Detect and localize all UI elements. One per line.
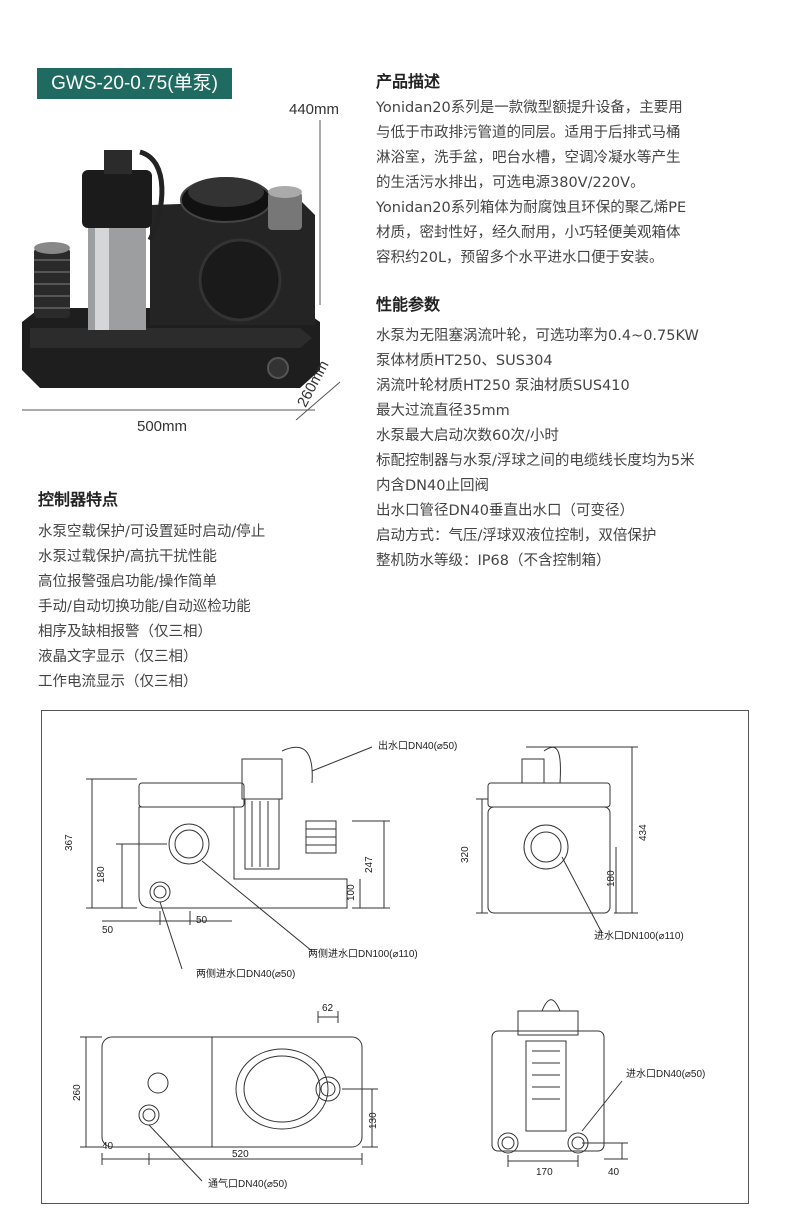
controller-line: 高位报警强启功能/操作简单 — [38, 574, 217, 590]
product-description-body: Yonidan20系列是一款微型额提升设备，主要用 与低于市政排污管道的同层。适… — [376, 96, 686, 271]
performance-line: 标配控制器与水泵/浮球之间的电缆线长度均为5米 — [376, 453, 695, 469]
top-dim-62: 62 — [322, 1003, 334, 1014]
controller-line: 相序及缺相报警（仅三相） — [38, 624, 212, 640]
performance-line: 内含DN40止回阀 — [376, 478, 489, 494]
controller-body: 水泵空载保护/可设置延时启动/停止 水泵过载保护/高抗干扰性能 高位报警强启功能… — [38, 520, 265, 695]
description-line: 容积约20L，预留多个水平进水口便于安装。 — [376, 250, 664, 266]
performance-line: 水泵为无阻塞涡流叶轮，可选功率为0.4~0.75KW — [376, 328, 699, 344]
top-vent-label: 通气口DN40(⌀50) — [208, 1177, 287, 1190]
performance-line: 泵体材质HT250、SUS304 — [376, 353, 553, 369]
front-inlet-large-label: 两侧进水口DN100(⌀110) — [308, 947, 418, 960]
product-photo — [22, 120, 341, 421]
model-badge: GWS-20-0.75(单泵) — [37, 68, 232, 99]
performance-body: 水泵为无阻塞涡流叶轮，可选功率为0.4~0.75KW 泵体材质HT250、SUS… — [376, 324, 699, 574]
front-dim-50b: 50 — [196, 915, 208, 926]
description-line: 淋浴室，洗手盆，吧台水槽，空调冷凝水等产生 — [376, 150, 681, 166]
top-view — [80, 1011, 378, 1182]
photo-height-label: 440mm — [289, 101, 340, 118]
front-view — [86, 746, 390, 970]
back-dim-170: 170 — [536, 1167, 553, 1178]
description-line: 与低于市政排污管道的同层。适用于后排式马桶 — [376, 125, 681, 141]
performance-line: 整机防水等级：IP68（不含控制箱） — [376, 553, 611, 569]
controller-line: 水泵空载保护/可设置延时启动/停止 — [38, 524, 266, 540]
side-view — [476, 746, 638, 934]
description-line: 材质，密封性好，经久耐用，小巧轻便美观箱体 — [376, 225, 681, 241]
front-dim-180: 180 — [96, 866, 107, 883]
controller-line: 工作电流显示（仅三相） — [38, 674, 198, 690]
top-dim-260: 260 — [72, 1084, 83, 1101]
performance-title: 性能参数 — [376, 295, 441, 314]
back-view — [491, 999, 628, 1167]
controller-line: 水泵过载保护/高抗干扰性能 — [38, 549, 217, 565]
technical-drawing-svg: 出水口DN40(⌀50) 367 180 247 100 50 50 两侧进水口… — [64, 739, 705, 1190]
front-outlet-label: 出水口DN40(⌀50) — [378, 739, 457, 752]
top-dim-520: 520 — [232, 1149, 249, 1160]
description-line: Yonidan20系列箱体为耐腐蚀且环保的聚乙烯PE — [376, 200, 687, 216]
top-dim-40: 40 — [102, 1141, 114, 1152]
top-dim-130: 130 — [368, 1112, 379, 1129]
controller-line: 手动/自动切换功能/自动巡检功能 — [38, 599, 251, 615]
performance-line: 水泵最大启动次数60次/小时 — [376, 428, 559, 444]
performance-line: 启动方式：气压/浮球双液位控制，双倍保护 — [376, 528, 657, 544]
performance-line: 出水口管径DN40垂直出水口（可变径） — [376, 503, 634, 519]
front-dim-247: 247 — [364, 856, 375, 873]
front-dim-50a: 50 — [102, 925, 114, 936]
controller-line: 液晶文字显示（仅三相） — [38, 649, 198, 665]
side-dim-434: 434 — [638, 824, 649, 841]
controller-title: 控制器特点 — [38, 490, 119, 509]
side-dim-180: 180 — [606, 870, 617, 887]
photo-width-label: 500mm — [137, 418, 188, 435]
product-description-title: 产品描述 — [376, 72, 441, 91]
back-dim-40: 40 — [608, 1167, 620, 1178]
technical-drawing: 出水口DN40(⌀50) 367 180 247 100 50 50 两侧进水口… — [41, 710, 749, 1204]
performance-line: 最大过流直径35mm — [376, 403, 510, 419]
description-line: Yonidan20系列是一款微型额提升设备，主要用 — [376, 100, 683, 116]
side-inlet-label: 进水口DN100(⌀110) — [594, 930, 684, 942]
front-inlet-small-label: 两侧进水口DN40(⌀50) — [196, 967, 295, 980]
performance-line: 涡流叶轮材质HT250 泵油材质SUS410 — [376, 378, 630, 394]
description-line: 的生活污水排出，可选电源380V/220V。 — [376, 175, 645, 191]
back-inlet-label: 进水口DN40(⌀50) — [626, 1068, 705, 1080]
front-dim-100: 100 — [346, 884, 357, 901]
front-dim-367: 367 — [64, 834, 75, 851]
side-dim-320: 320 — [460, 846, 471, 863]
